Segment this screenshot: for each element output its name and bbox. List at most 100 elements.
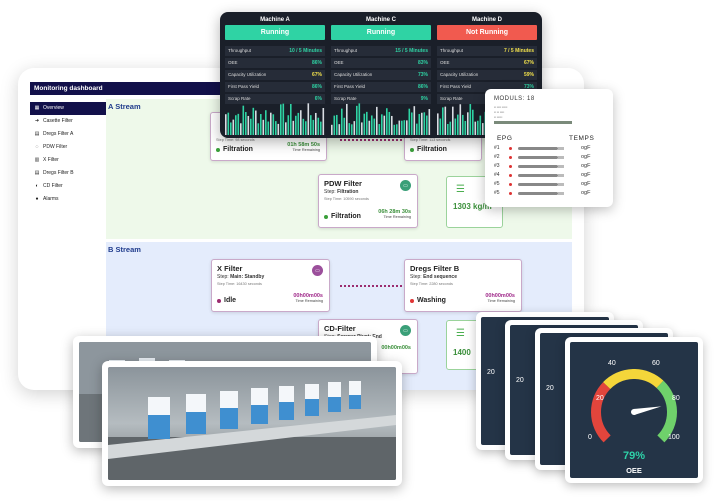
spark-bar bbox=[381, 114, 383, 135]
spark-bar bbox=[297, 112, 300, 135]
throughput-sparkbars-a bbox=[225, 103, 325, 135]
spark-bar bbox=[245, 112, 247, 135]
status-dot bbox=[216, 147, 220, 152]
spark-bar bbox=[312, 119, 315, 135]
step-time: Step Time: 113 seconds bbox=[410, 138, 451, 142]
spark-bar bbox=[358, 103, 361, 135]
flow-connector bbox=[340, 285, 402, 287]
spark-bar bbox=[257, 123, 260, 135]
spark-bar bbox=[398, 120, 401, 135]
sidebar-item-cd-filter[interactable]: ◐ CD Filter bbox=[30, 180, 116, 193]
gauge-arc-red bbox=[591, 382, 611, 443]
spark-bar bbox=[426, 115, 428, 135]
spark-bar bbox=[366, 111, 368, 135]
spark-bar bbox=[247, 115, 250, 135]
arrow-icon: ➜ bbox=[34, 118, 40, 124]
gauge-tick-label: 20 bbox=[546, 385, 554, 392]
sidebar-item-label: Dregs Filter B bbox=[43, 170, 74, 176]
spark-bar bbox=[280, 104, 282, 135]
spark-bar bbox=[361, 122, 363, 135]
spark-bar bbox=[413, 106, 416, 135]
state-label: Idle bbox=[217, 297, 236, 304]
sidebar-item-overview[interactable]: ▦Overview bbox=[30, 102, 116, 115]
flow-icon: ☰ bbox=[456, 184, 465, 195]
spark-bar bbox=[275, 121, 277, 135]
spark-bar bbox=[242, 105, 245, 135]
disc-icon: ◐ bbox=[35, 183, 39, 189]
spark-bar bbox=[423, 112, 426, 135]
spark-bar bbox=[265, 110, 267, 135]
pdw-filter-card[interactable]: PDW Filter ▭ Step: Filtration Step Time:… bbox=[318, 174, 418, 228]
spark-bar bbox=[252, 107, 255, 135]
spark-bar bbox=[479, 115, 482, 135]
sidebar-item-label: CD Filter bbox=[43, 183, 63, 189]
sidebar: ▦Overview ➜Casette Filter ▤Dregs Filter … bbox=[30, 102, 116, 206]
filter-icon: ▭ bbox=[400, 180, 411, 191]
production-photo-front bbox=[102, 361, 402, 486]
filter-icon: ▥ bbox=[34, 157, 40, 163]
sidebar-item-pdw-filter[interactable]: ◌PDW Filter bbox=[30, 141, 116, 154]
sidebar-item-alarms[interactable]: ●Alarms bbox=[30, 193, 116, 206]
spark-bar bbox=[230, 122, 232, 135]
step-label: Step: Main: Standby bbox=[217, 274, 265, 280]
spark-bar bbox=[322, 107, 325, 135]
state-label: Filtration bbox=[410, 146, 447, 153]
spark-bar bbox=[454, 118, 457, 135]
sidebar-item-dregs-filter-a[interactable]: ▤Dregs Filter A bbox=[30, 128, 116, 141]
step-time: Step Time: 2280 seconds bbox=[410, 282, 453, 286]
x-filter-card[interactable]: X Filter ▭ Step: Main: Standby Step Time… bbox=[211, 259, 330, 312]
filter-icon: ▤ bbox=[34, 131, 40, 137]
stream-b-label: B Stream bbox=[108, 245, 141, 254]
spark-bar bbox=[442, 107, 444, 135]
sidebar-item-x-filter[interactable]: ▥X Filter bbox=[30, 154, 116, 167]
time-remaining: 00h00m00s bbox=[381, 345, 411, 351]
epg-header: EPG bbox=[497, 135, 513, 142]
dregs-filter-b-card[interactable]: Dregs Filter B Step: End sequence Step T… bbox=[404, 259, 522, 312]
spark-bar bbox=[373, 118, 376, 135]
step-time: Step Time: 98 seconds bbox=[216, 138, 255, 142]
oee-gauge-card: 20 40 60 80 0 100 79% OEE bbox=[565, 337, 703, 483]
gauge-tick-label: 40 bbox=[608, 360, 616, 367]
spark-bar bbox=[320, 121, 322, 135]
status-dot bbox=[324, 214, 328, 219]
spark-bar bbox=[305, 121, 307, 135]
spark-bar bbox=[346, 103, 348, 135]
spark-bar bbox=[383, 115, 386, 135]
spark-bar bbox=[336, 114, 338, 135]
filter-icon: ▭ bbox=[400, 325, 411, 336]
spark-bar bbox=[262, 119, 265, 135]
spark-bar bbox=[439, 118, 442, 135]
sidebar-item-dregs-filter-b[interactable]: ▤Dregs Filter B bbox=[30, 167, 116, 180]
stream-a-label: A Stream bbox=[108, 102, 141, 111]
spark-bar bbox=[282, 103, 285, 135]
spark-bar bbox=[469, 104, 472, 135]
spark-bar bbox=[331, 124, 333, 135]
machine-name: Machine D bbox=[471, 17, 502, 23]
sidebar-item-casette-filter[interactable]: ➜Casette Filter bbox=[30, 115, 116, 128]
modules-subtext: ▪▪ ▪▪▪▪▪ bbox=[494, 115, 503, 119]
step-time: Step Time: 16430 seconds bbox=[217, 282, 262, 286]
card-title: PDW Filter bbox=[324, 179, 362, 188]
gauge-arc-yellow bbox=[603, 369, 664, 390]
step-time: Step Time: 10590 seconds bbox=[324, 197, 369, 201]
bell-icon: ● bbox=[35, 196, 39, 202]
spark-bar bbox=[378, 124, 381, 135]
spark-bar bbox=[255, 110, 257, 135]
gauge-hub bbox=[631, 409, 637, 415]
spark-bar bbox=[428, 109, 431, 135]
production-line-image bbox=[108, 367, 396, 480]
throughput-sparkbars-c bbox=[331, 103, 431, 135]
dashboard-title: Monitoring dashboard bbox=[30, 82, 235, 95]
sidebar-item-label: X Filter bbox=[43, 157, 59, 163]
